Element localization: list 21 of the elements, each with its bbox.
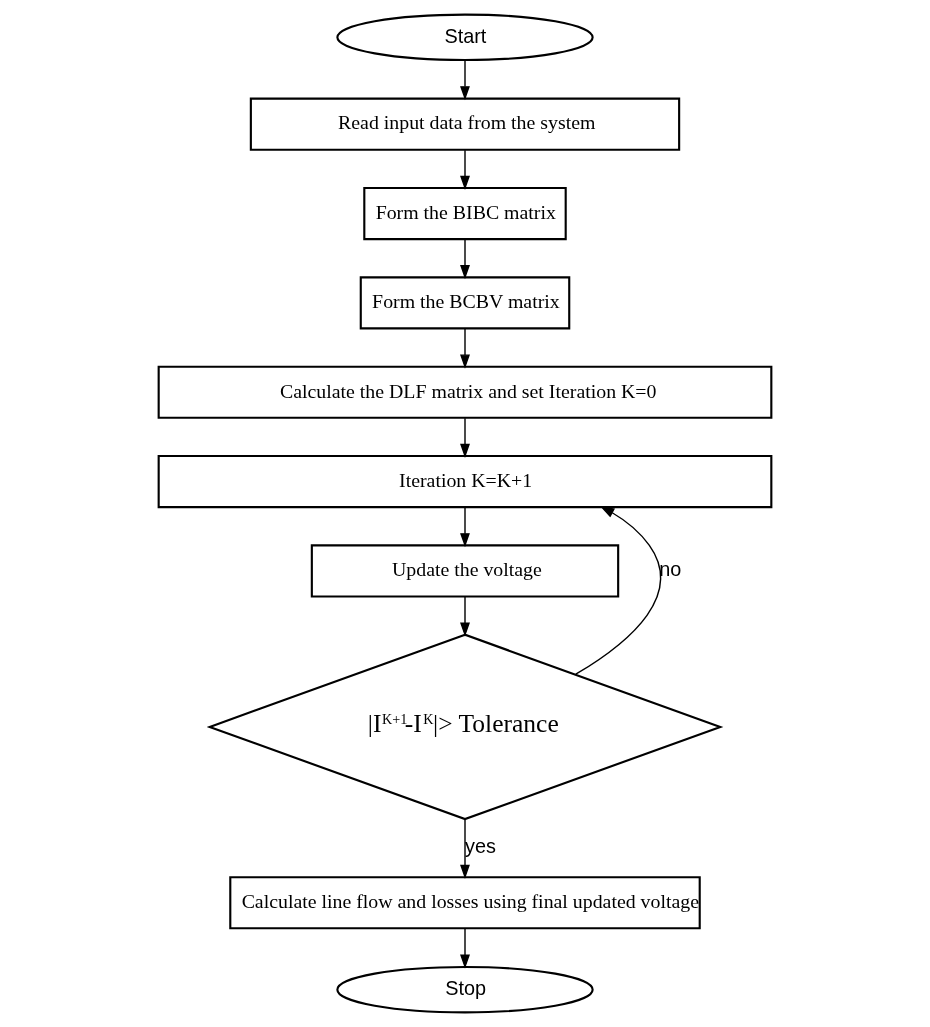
arrow [575, 506, 662, 675]
arrow [460, 328, 470, 369]
node-box: Calculate the DLF matrix and set Iteration K=0 [157, 365, 773, 419]
arrow [460, 60, 470, 101]
arrow [460, 596, 470, 637]
edge-label: no [659, 558, 682, 581]
node-box: Read input data from the system [249, 97, 681, 151]
node-box: Iteration K=K+1 [157, 455, 773, 509]
node-ellipse: Stop [336, 965, 594, 1014]
arrow [460, 818, 470, 879]
arrow [460, 927, 470, 969]
node-diamond: |I$^{K+1}$-I$^{K}$|> Tolerance [206, 633, 724, 821]
node-box: Form the BCBV matrix [359, 276, 571, 330]
node-ellipse: Start [336, 13, 594, 62]
arrow [460, 238, 470, 280]
node-box: Calculate line flow and losses using final updated voltage [229, 876, 701, 930]
node-box: Form the BIBC matrix [363, 186, 567, 241]
arrow [460, 149, 470, 190]
node-box: Update the voltage [310, 544, 620, 598]
arrow [460, 506, 470, 548]
arrow [460, 417, 470, 458]
